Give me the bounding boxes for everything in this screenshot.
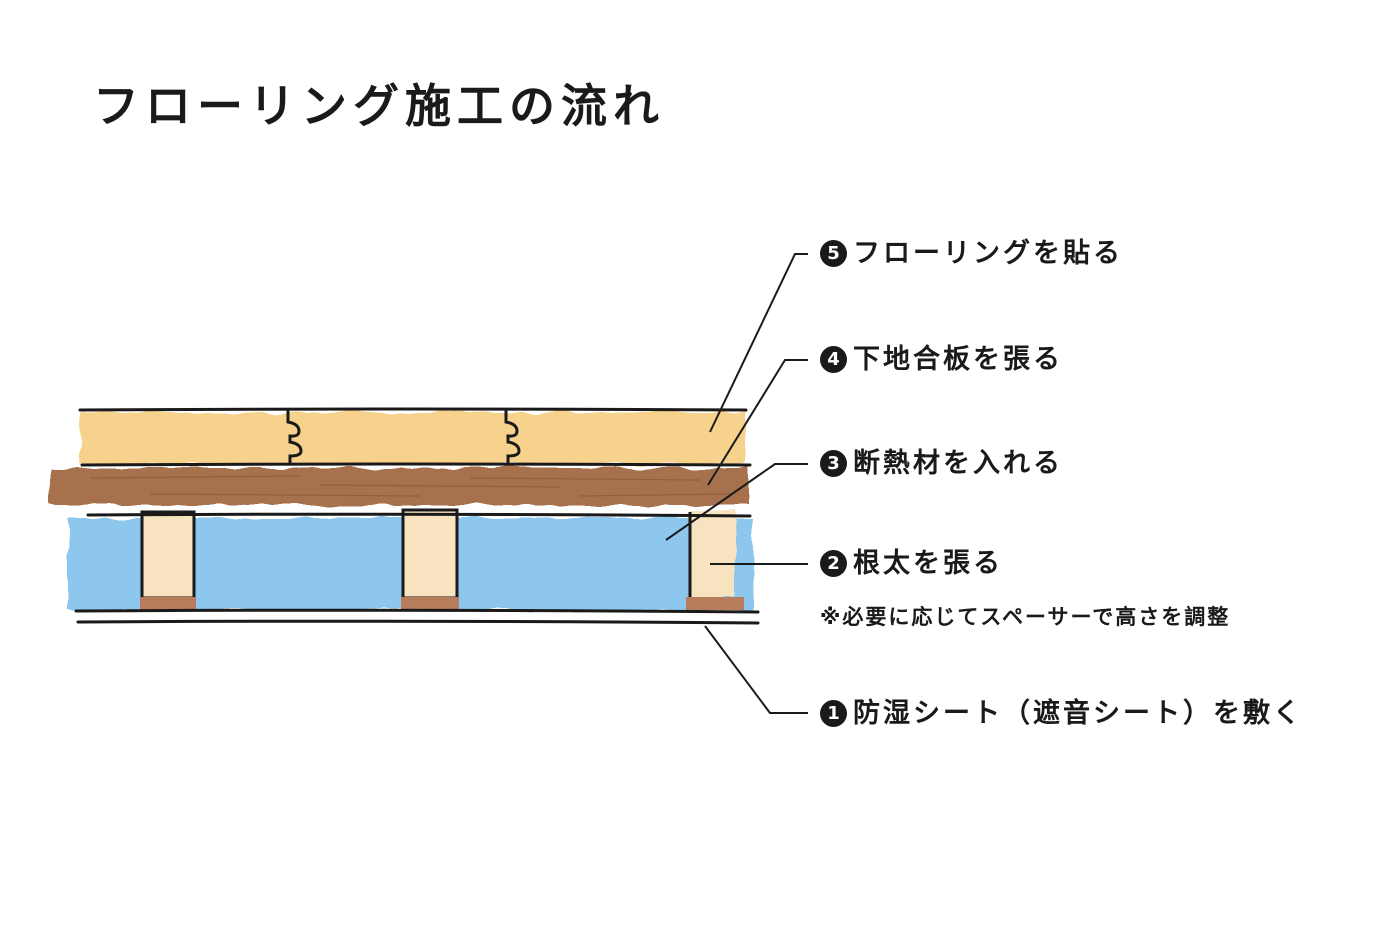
spacer-note: ※必要に応じてスペーサーで高さを調整 [820,605,1231,629]
step-5-label: 5 フローリングを貼る [820,240,1123,267]
flooring-joint-2 [504,410,521,463]
spacer-center [401,597,459,610]
step-3-number: 3 [820,450,847,477]
leader-line-3 [665,463,808,541]
step-4-label: 4 下地合板を張る [820,346,1063,373]
leader-line-5 [709,253,808,433]
step-1-text: 防湿シート（遮音シート）を敷く [853,698,1303,729]
step-5-number: 5 [820,240,847,267]
step-2-number: 2 [820,550,847,577]
flooring-layer [80,412,746,464]
layer-lines [74,407,760,625]
step-1-label: 1 防湿シート（遮音シート）を敷く [820,700,1303,727]
step-5-text: フローリングを貼る [853,238,1123,269]
step-1-number: 1 [820,700,847,727]
step-4-text: 下地合板を張る [853,344,1063,375]
joist-left [140,510,196,600]
leader-line-4 [707,359,808,486]
joist-right [690,510,736,598]
step-3-label: 3 断熱材を入れる [820,450,1063,477]
step-2-text: 根太を張る [853,548,1003,579]
joist-center [401,508,459,600]
step-4-number: 4 [820,346,847,373]
plywood-layer [50,468,750,505]
diagram-title: フローリング施工の流れ [93,79,665,133]
spacer-right [686,597,744,610]
step-2-label: 2 根太を張る [820,550,1003,577]
step-3-text: 断熱材を入れる [853,448,1063,479]
leader-line-1 [704,625,808,714]
leader-lines [665,253,808,714]
spacer-left [140,597,196,610]
flooring-joint-1 [286,410,303,463]
plywood-grain [89,475,731,497]
